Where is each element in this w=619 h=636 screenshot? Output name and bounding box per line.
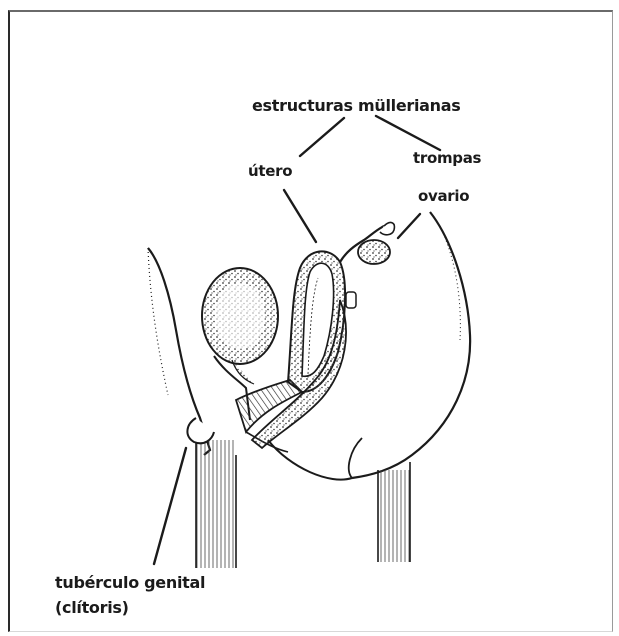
label-genital-tubercle: tubérculo genital: [55, 573, 205, 592]
leader-mullerian-to-tubes: [376, 116, 440, 150]
label-clitoris: (clítoris): [55, 598, 129, 617]
label-mullerian-structures: estructuras müllerianas: [252, 96, 460, 115]
label-ovary: ovario: [418, 187, 469, 205]
label-fallopian-tubes: trompas: [413, 149, 481, 167]
leader-mullerian-to-uterus: [300, 118, 344, 156]
leader-uterus: [284, 190, 316, 242]
leader-ovary: [398, 214, 420, 238]
genital-tubercle: [187, 418, 214, 443]
leader-genital-tubercle: [154, 448, 186, 564]
ovary: [358, 240, 390, 264]
label-uterus: útero: [248, 162, 292, 180]
